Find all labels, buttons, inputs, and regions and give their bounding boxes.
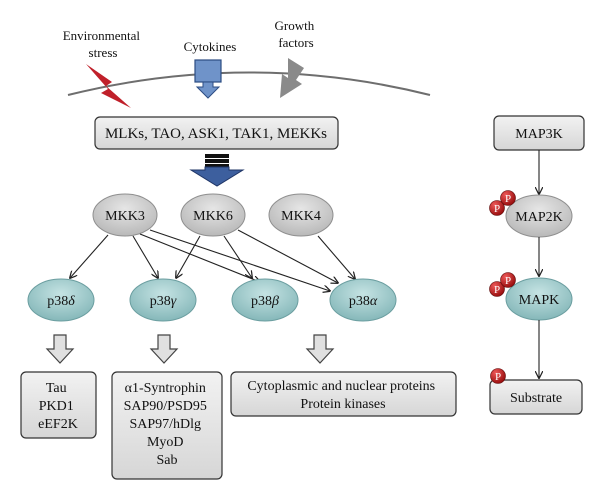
generic-mapk-cascade: MAP3K MAP2K P P MAPK P P Substrate P	[489, 115, 585, 415]
gamma-substrates-list: α1-Syntrophin SAP90/PSD95 SAP97/hDlg Myo…	[124, 381, 211, 468]
down-arrow-alpha-beta-icon	[305, 334, 335, 364]
map2k-phospho-2-icon	[500, 190, 516, 206]
cell-membrane-curve	[67, 71, 431, 96]
arrow-mkk4-p38alpha	[317, 235, 355, 279]
mapk-phospho-2-label: P	[505, 275, 511, 287]
map2k-phospho-2-label: P	[505, 193, 511, 205]
map3k-label: MAP3K	[515, 127, 562, 142]
cytokines-arrow-icon	[195, 81, 221, 99]
p38-delta-label: p38δ	[47, 294, 75, 309]
map2k-phospho-1-label: P	[494, 203, 500, 215]
alpha-beta-substrates-list: Cytoplasmic and nuclear proteins Protein…	[247, 379, 438, 412]
down-arrow-gamma-icon	[149, 334, 179, 364]
delta-substrates-list: Tau PKD1 eEF2K	[38, 381, 78, 432]
substrate-label: Substrate	[510, 391, 562, 406]
p38-beta-label: p38β	[251, 294, 279, 309]
substrate-box	[489, 379, 583, 415]
arrow-mkk6-p38beta	[223, 235, 252, 278]
map3k-group-label: MLKs, TAO, ASK1, TAK1, MEKKs	[105, 126, 327, 142]
map3k-group-box	[94, 116, 339, 150]
p38-alpha-label: p38α	[349, 294, 378, 309]
substrate-phospho-label: P	[495, 371, 501, 383]
environmental-stress-label: Environmental stress	[63, 28, 144, 60]
growth-factors-label: Growth factors	[275, 18, 318, 50]
arrow-mkk3-p38beta	[139, 233, 260, 282]
substrate-phospho-icon	[490, 368, 506, 384]
arrow-mkk3-p38gamma	[132, 235, 158, 278]
mapk-label: MAPK	[519, 293, 559, 308]
gamma-substrates-box	[111, 371, 223, 480]
mkk6-node	[180, 193, 246, 237]
p38-delta-node	[27, 278, 95, 322]
mkk6-label: MKK6	[193, 209, 233, 224]
cytokines-receptor-box	[194, 59, 222, 83]
arrow-mkk3-p38delta	[70, 234, 109, 278]
alpha-beta-substrates-box	[230, 371, 457, 417]
p38-gamma-node	[129, 278, 197, 322]
arrow-mkk6-p38gamma	[176, 235, 201, 278]
arrow-mkk6-p38alpha	[237, 229, 338, 283]
map2k-phospho-1-icon	[489, 200, 505, 216]
p38-alpha-node	[329, 278, 397, 322]
mkk3-label: MKK3	[105, 209, 145, 224]
down-arrow-delta-icon	[45, 334, 75, 364]
mapk-phospho-1-label: P	[494, 284, 500, 296]
delta-substrates-box	[20, 371, 97, 439]
map2k-label: MAP2K	[515, 210, 562, 225]
mkk4-node	[268, 193, 334, 237]
environmental-stress-lightning-icon	[86, 64, 131, 108]
mapk-phospho-1-icon	[489, 281, 505, 297]
mkk4-label: MKK4	[281, 209, 321, 224]
big-down-arrow-icon	[189, 154, 245, 187]
p38-gamma-label: p38γ	[150, 294, 177, 309]
membrane-region: Environmental stress Cytokines Growth fa…	[63, 18, 431, 108]
cytokines-label: Cytokines	[184, 39, 237, 54]
mkk-to-p38-arrows	[70, 229, 355, 291]
p38-beta-node	[231, 278, 299, 322]
mkk3-node	[92, 193, 158, 237]
mapk-phospho-2-icon	[500, 272, 516, 288]
growth-factors-arrow-icon	[280, 58, 304, 98]
